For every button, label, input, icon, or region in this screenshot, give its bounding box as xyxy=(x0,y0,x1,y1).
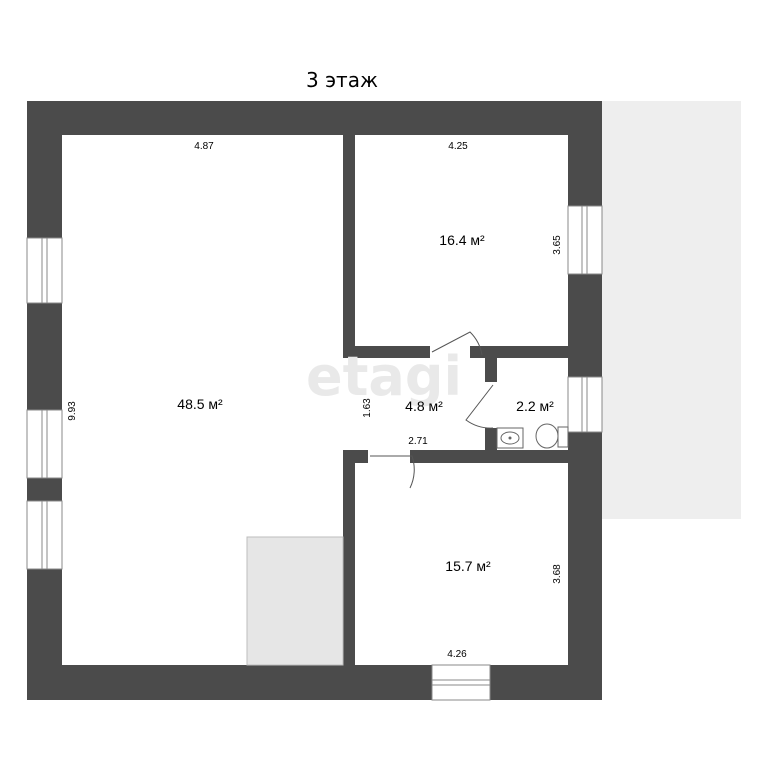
window-left-middle xyxy=(26,409,63,479)
dim-corridor-height: 1.63 xyxy=(362,398,373,418)
room-top-right-floor xyxy=(355,135,568,346)
window-left-bottom xyxy=(26,500,63,570)
window-bottom xyxy=(431,664,491,701)
balcony-area xyxy=(602,101,741,519)
stairwell xyxy=(246,536,344,666)
dim-bottom-right-width: 4.26 xyxy=(447,649,467,660)
floor-title: 3 этаж xyxy=(306,68,378,92)
dim-top-right-height: 3.65 xyxy=(552,235,563,255)
dim-big-room-height: 9.93 xyxy=(67,401,78,421)
window-right-top xyxy=(567,205,603,275)
sink-icon xyxy=(496,427,524,449)
watermark-logo: etagi xyxy=(306,345,462,408)
area-corridor: 4.8 м² xyxy=(405,398,443,414)
big-room-door-opening xyxy=(343,372,355,432)
top-room-door-swing xyxy=(431,331,483,356)
bath-door-swing xyxy=(465,384,494,429)
dim-top-right-width: 4.25 xyxy=(448,141,468,152)
bath-door-opening xyxy=(485,382,497,428)
dim-bottom-right-height: 3.68 xyxy=(552,564,563,584)
area-room-top-right: 16.4 м² xyxy=(439,232,485,248)
dim-corridor-width: 2.71 xyxy=(408,436,428,447)
room-bottom-right-floor xyxy=(355,463,568,665)
window-left-top xyxy=(26,237,63,304)
window-right-bath xyxy=(567,376,603,433)
toilet-icon xyxy=(535,423,569,449)
area-bathroom: 2.2 м² xyxy=(516,398,554,414)
top-room-door-opening xyxy=(430,346,470,358)
dim-big-room-width: 4.87 xyxy=(194,141,214,152)
area-room-bottom-right: 15.7 м² xyxy=(445,558,491,574)
corridor-floor xyxy=(343,358,485,450)
bottom-room-door-swing xyxy=(370,455,415,489)
area-big-room: 48.5 м² xyxy=(177,396,223,412)
